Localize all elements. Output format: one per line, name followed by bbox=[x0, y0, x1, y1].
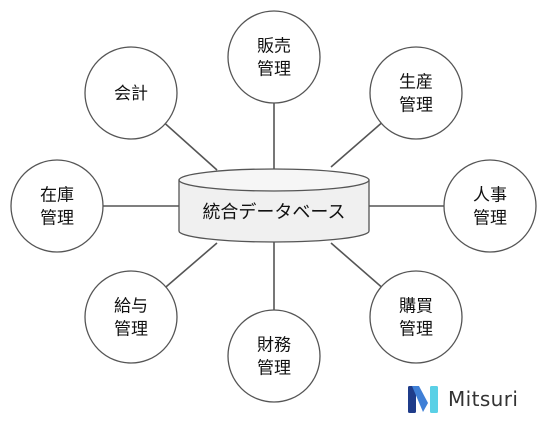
node-label-finance-1: 管理 bbox=[257, 359, 291, 379]
node-label-purchasing-0: 購買 bbox=[399, 297, 433, 317]
node-label-hr-1: 管理 bbox=[473, 209, 507, 229]
node-label-sales-1: 管理 bbox=[257, 60, 291, 80]
node-label-inventory-1: 管理 bbox=[40, 209, 74, 229]
m-logo-icon bbox=[408, 386, 438, 413]
brand-name: Mitsuri bbox=[448, 387, 519, 411]
node-circle-purchasing bbox=[369, 270, 463, 364]
node-circle-inventory bbox=[10, 159, 104, 253]
node-accounting: 会計 bbox=[84, 46, 178, 140]
node-label-finance-0: 財務 bbox=[257, 336, 291, 356]
node-label-hr-0: 人事 bbox=[473, 186, 507, 206]
node-label-sales-0: 販売 bbox=[257, 37, 291, 57]
node-circle-production bbox=[369, 46, 463, 140]
node-label-accounting-0: 会計 bbox=[114, 84, 148, 104]
brand-logo-group: Mitsuri bbox=[406, 381, 518, 417]
node-label-payroll-0: 給与 bbox=[114, 297, 148, 317]
database-label: 統合データベース bbox=[202, 202, 345, 223]
database-cylinder-top bbox=[178, 168, 370, 192]
node-circle-finance bbox=[227, 309, 321, 403]
node-circle-sales bbox=[227, 10, 321, 104]
database-cylinder-body bbox=[178, 180, 370, 243]
node-label-inventory-0: 在庫 bbox=[40, 186, 74, 206]
node-label-purchasing-1: 管理 bbox=[399, 320, 433, 340]
central-database: 統合データベース bbox=[178, 168, 370, 243]
node-label-payroll-1: 管理 bbox=[114, 320, 148, 340]
node-circle-payroll bbox=[84, 270, 178, 364]
node-circle-accounting bbox=[84, 46, 178, 140]
node-label-production-0: 生産 bbox=[399, 73, 433, 93]
node-label-production-1: 管理 bbox=[399, 96, 433, 116]
node-circle-hr bbox=[443, 159, 537, 253]
